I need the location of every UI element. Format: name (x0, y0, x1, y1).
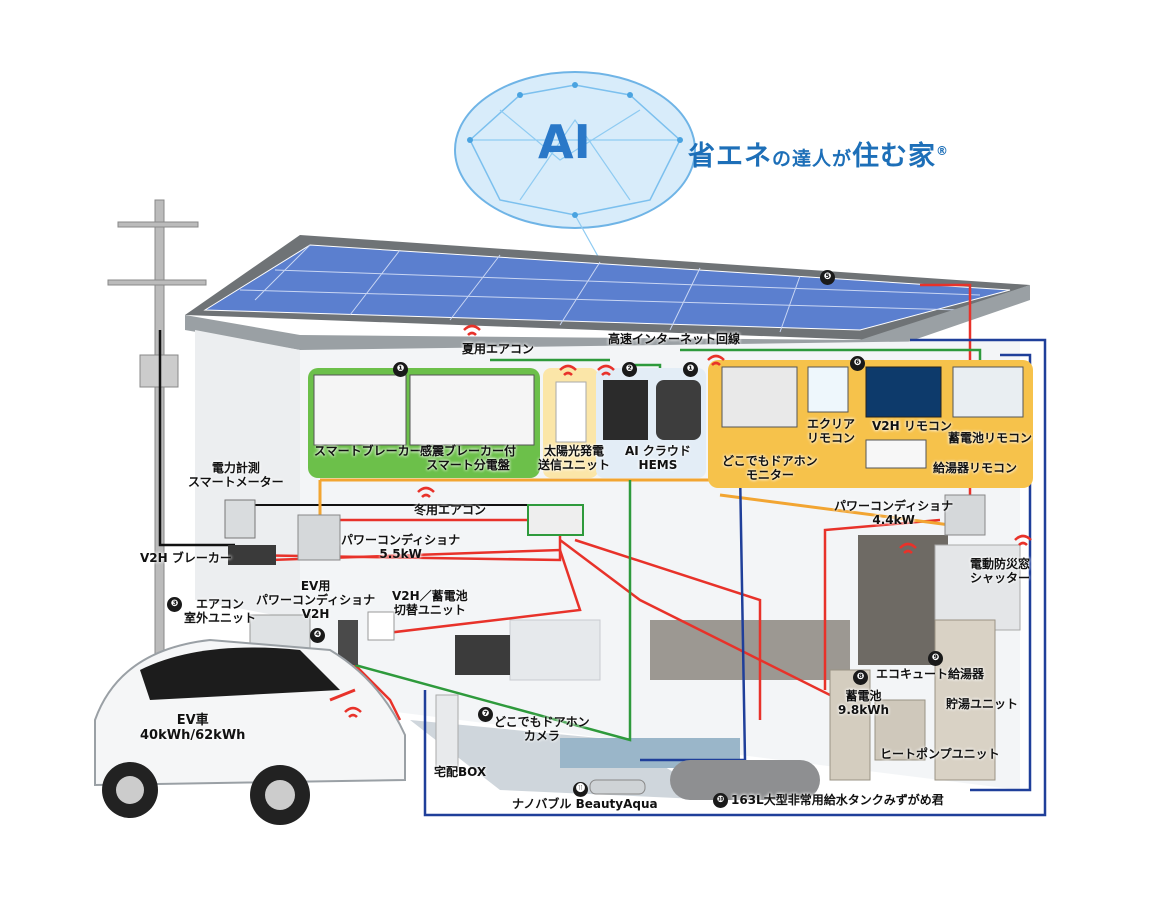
panel-green (308, 368, 540, 478)
label-meter: 電力計測 スマートメーター (188, 461, 284, 489)
label-switch-unit: V2H／蓄電池 切替ユニット (392, 589, 468, 617)
kitchen-counter (650, 620, 850, 680)
label-ev-pcs: EV用 パワーコンディショナ V2H (256, 579, 376, 621)
marker-6: ❻ (850, 356, 865, 371)
solar-panel-array (203, 244, 1011, 331)
ecolia-remote-device (807, 366, 849, 413)
battery-remote-device (952, 366, 1024, 418)
label-heat-pump: ヒートポンプユニット (880, 747, 1000, 761)
water-tank (670, 760, 820, 800)
label-pcs-44: パワーコンディショナ 4.4kW (834, 499, 954, 527)
wifi-icon (1014, 534, 1032, 546)
equipment (224, 494, 996, 800)
storage-tank-unit (934, 619, 996, 781)
pcs-55 (297, 514, 341, 561)
water-heater-remote-device (865, 439, 927, 469)
smart-panel-device (409, 374, 535, 446)
label-ac-outdoor: エアコン 室外ユニット (184, 597, 257, 625)
switch-unit (367, 611, 395, 641)
marker-10: ❿ (713, 793, 728, 808)
ev-charger (338, 620, 358, 665)
label-seismic-panel: 感震ブレーカー付 スマート分電盤 (420, 444, 517, 472)
label-ecolia-remote: エクリア リモコン (807, 417, 856, 445)
marker-9: ❾ (928, 651, 943, 666)
label-water-heater-remote: 給湯器リモコン (933, 461, 1018, 475)
marker-8: ❽ (853, 670, 868, 685)
marker-4: ❹ (310, 628, 325, 643)
doorphone-monitor-device (721, 366, 798, 428)
label-solar-unit: 太陽光発電 送信ユニット (538, 444, 611, 472)
refrigerator (858, 535, 948, 665)
wifi-icon (417, 486, 435, 498)
panel-remotes (708, 360, 1033, 488)
wifi-icon (344, 706, 362, 718)
logo-part3: 住む家 (852, 141, 937, 172)
house-roof (185, 235, 1030, 355)
battery-unit (829, 669, 871, 781)
label-ai-cloud: AI クラウド HEMS (625, 444, 691, 472)
label-delivery-box: 宅配BOX (434, 765, 487, 779)
marker-3: ❸ (167, 597, 182, 612)
label-battery: 蓄電池 9.8kWh (838, 689, 890, 717)
label-nanobubble: ナノバブル BeautyAqua (512, 797, 658, 811)
marker-1a: ❶ (393, 362, 408, 377)
wifi-icon (559, 364, 577, 376)
marker-2: ❷ (622, 362, 637, 377)
smart-meter (224, 499, 256, 539)
delivery-box (435, 694, 459, 771)
label-battery-remote: 蓄電池リモコン (948, 431, 1033, 445)
ev-car (94, 638, 406, 825)
tv (455, 635, 510, 675)
label-tank: 163L大型非常用給水タンクみずがめ君 (731, 793, 944, 807)
label-smart-breaker: スマートブレーカー (314, 444, 422, 458)
brand-logo: 省エネの達人が住む家® (688, 134, 949, 173)
label-winter-ac: 冬用エアコン (414, 503, 487, 517)
heat-pump-unit (874, 699, 926, 761)
label-storage-tank: 貯湯ユニット (946, 697, 1019, 711)
label-doorphone-camera: どこでもドアホン カメラ (494, 715, 590, 743)
wifi-icon (899, 542, 917, 554)
wifi-icon (463, 324, 481, 336)
label-ev-car: EV車 40kWh/62kWh (140, 713, 246, 743)
shutter-window (934, 544, 1021, 631)
sofa (509, 619, 601, 681)
wifi-icons (344, 324, 1032, 718)
smart-breaker-device (313, 374, 407, 446)
label-pcs-55: パワーコンディショナ 5.5kW (341, 533, 461, 561)
logo-reg: ® (936, 144, 950, 158)
panel-hems (596, 368, 706, 478)
label-doorphone-monitor: どこでもドアホン モニター (722, 454, 818, 482)
v2h-breaker-box (228, 545, 276, 565)
label-v2h-breaker: V2H ブレーカー (140, 551, 232, 565)
logo-part2: の達人が (772, 148, 853, 170)
label-summer-ac: 夏用エアコン (462, 342, 535, 356)
ai-brain-graphic (454, 71, 696, 301)
label-v2h-remote: V2H リモコン (872, 419, 952, 433)
panel-solar-unit (543, 368, 598, 478)
wifi-icon (707, 354, 725, 366)
marker-1b: ❶ (683, 362, 698, 377)
marker-7: ❼ (478, 707, 493, 722)
v2h-remote-device (865, 366, 942, 418)
nanobubble-device (589, 779, 646, 795)
marker-11: ⓫ (573, 782, 588, 797)
distribution-board (527, 504, 584, 536)
marker-5: ❺ (820, 270, 835, 285)
label-shutter: 電動防災窓 シャッター (970, 557, 1031, 585)
ai-title: AI (538, 115, 591, 169)
wiring (158, 283, 1047, 817)
label-ecocute: エコキュート給湯器 (876, 667, 985, 681)
wifi-icon (597, 364, 615, 376)
logo-part1: 省エネ (688, 141, 772, 172)
label-internet: 高速インターネット回線 (608, 332, 741, 346)
pcs-44 (944, 494, 986, 536)
